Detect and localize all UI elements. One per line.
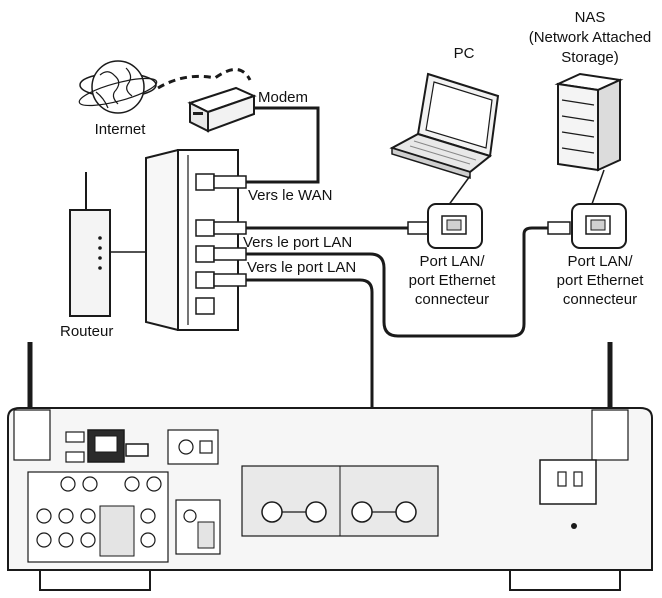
- nas-label-1: NAS: [575, 9, 606, 26]
- ethernet-port-icon: [441, 215, 467, 235]
- nas-port-line-2: port Ethernet: [557, 272, 645, 289]
- receiver-icon: [7, 342, 653, 591]
- wan-label: Vers le WAN: [248, 187, 332, 204]
- nas-label-3: Storage): [561, 49, 619, 66]
- pc-port-line-2: port Ethernet: [409, 272, 497, 289]
- nas-port-line-3: connecteur: [563, 291, 637, 308]
- ethernet-port-icon: [585, 215, 611, 235]
- modem-icon: [187, 86, 257, 133]
- pc-port-line-3: connecteur: [415, 291, 489, 308]
- pc-label: PC: [454, 45, 475, 62]
- nas-label-2: (Network Attached: [529, 29, 652, 46]
- router-label: Routeur: [60, 323, 113, 340]
- router-icon: [69, 172, 146, 317]
- nas-cable: [246, 226, 556, 338]
- nas-port-line-1: Port LAN/: [567, 253, 633, 270]
- wan-cable: [246, 106, 320, 184]
- globe-icon: [78, 60, 158, 114]
- internet-label: Internet: [95, 121, 147, 138]
- router-port-panel: [145, 149, 247, 331]
- laptop-icon: [389, 72, 500, 180]
- lan-label-2: Vers le port LAN: [247, 259, 356, 276]
- modem-label: Modem: [258, 89, 308, 106]
- nas-icon: [554, 72, 624, 172]
- lan-label-1: Vers le port LAN: [243, 234, 352, 251]
- receiver-network-port: [87, 429, 125, 463]
- internet-link: [157, 68, 252, 90]
- pc-port-line-1: Port LAN/: [419, 253, 485, 270]
